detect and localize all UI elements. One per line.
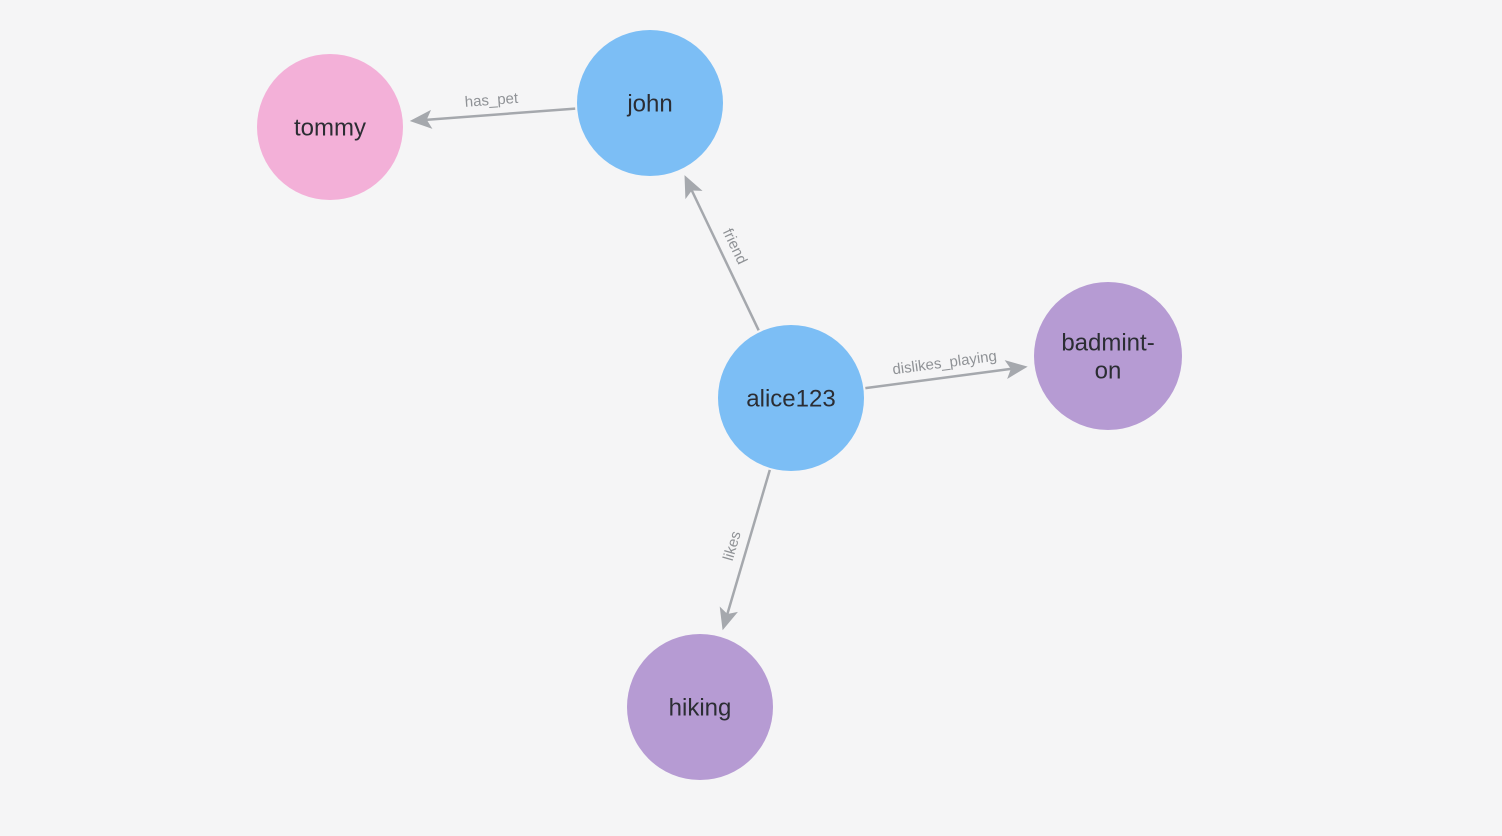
edge-line[interactable] [865, 367, 1013, 390]
node-circle[interactable] [577, 30, 723, 176]
edge-arrowhead-icon [719, 606, 738, 631]
edge-arrowhead-icon [409, 109, 433, 129]
graph-node-john[interactable]: john [577, 30, 723, 176]
edge-line[interactable] [425, 107, 576, 122]
graph-edge-has_pet[interactable]: has_pet [409, 90, 576, 131]
graph-node-tommy[interactable]: tommy [257, 54, 403, 200]
node-label: john [626, 90, 672, 117]
graph-node-alice123[interactable]: alice123 [718, 325, 864, 471]
node-circle[interactable] [257, 54, 403, 200]
edge-line[interactable] [690, 189, 760, 331]
edge-line[interactable] [725, 469, 772, 616]
graph-edge-dislikes_playing[interactable]: dislikes_playing [865, 348, 1029, 390]
graph-node-hiking[interactable]: hiking [627, 634, 773, 780]
node-label: hiking [669, 694, 732, 721]
node-label: alice123 [746, 385, 835, 412]
edge-label: has_pet [464, 90, 519, 111]
node-label: badmint-on [1061, 329, 1154, 384]
edge-label: friend [719, 226, 751, 267]
node-label: tommy [294, 114, 366, 141]
graph-node-badminton[interactable]: badmint-on [1034, 282, 1182, 430]
graph-edge-likes[interactable]: likes [713, 469, 772, 633]
node-circle[interactable] [627, 634, 773, 780]
edge-label: likes [720, 529, 745, 563]
node-circle[interactable] [718, 325, 864, 471]
graph-edge-friend[interactable]: friend [676, 171, 760, 331]
edge-arrowhead-icon [684, 175, 703, 200]
node-circle[interactable] [1034, 282, 1182, 430]
edge-arrowhead-icon [1004, 360, 1028, 379]
